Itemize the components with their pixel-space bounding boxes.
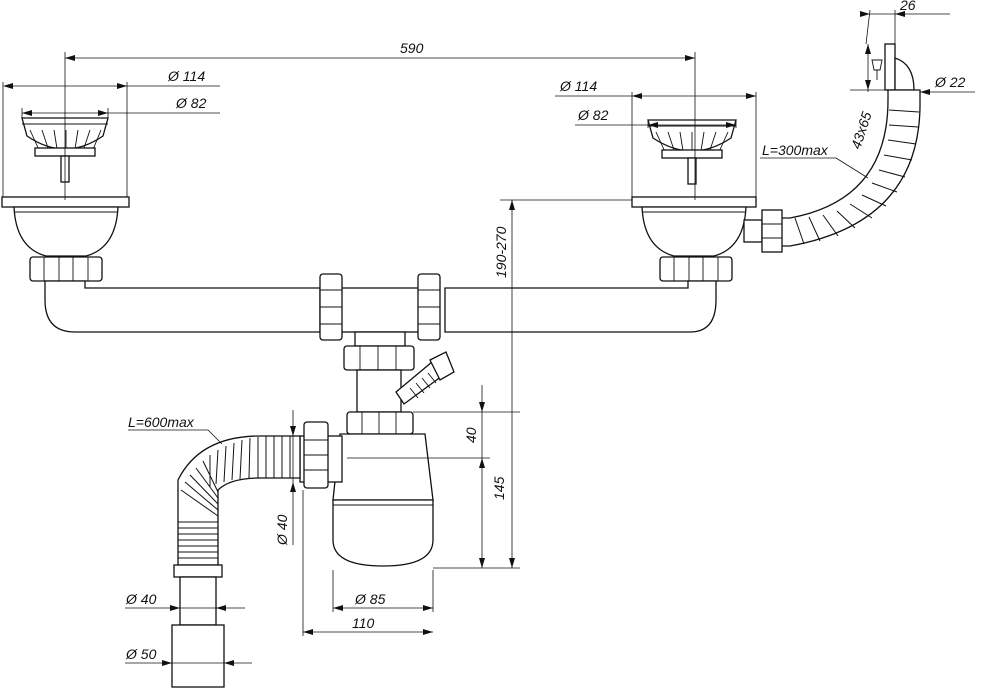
label-trap-offset: 40: [463, 427, 479, 443]
label-side-outlet-diam: Ø 40: [274, 514, 290, 546]
label-total-width: 590: [400, 40, 424, 56]
siphon: [299, 331, 455, 567]
dimension-labels: 590 Ø 114 Ø 82 Ø 114 Ø 82 26 Ø 22 43x65 …: [125, 0, 966, 662]
label-trap-width: 110: [352, 615, 375, 631]
label-outlet-diam-outer: Ø 50: [125, 646, 157, 662]
left-strainer: [1, 117, 130, 282]
label-overflow-size: 43x65: [848, 110, 875, 151]
right-strainer: [631, 119, 763, 282]
overflow-assembly: [761, 43, 921, 253]
label-drain-hose-length: L=600max: [128, 414, 195, 430]
label-outlet-diam-inner: Ø 40: [125, 591, 157, 607]
label-overflow-diam: Ø 22: [934, 74, 966, 90]
label-bottle-diam: Ø 85: [354, 591, 386, 607]
label-trap-height: 145: [491, 476, 507, 500]
label-height-range: 190-270: [493, 226, 509, 278]
dimension-lines: [2, 9, 975, 666]
label-left-bowl-outer-diam: Ø 114: [167, 68, 205, 84]
drain-hose: [171, 435, 301, 688]
label-right-bowl-outer-diam: Ø 114: [559, 78, 597, 94]
label-overflow-width: 26: [899, 0, 916, 13]
label-left-bowl-inner-diam: Ø 82: [175, 95, 207, 111]
connecting-pipe: [44, 273, 717, 341]
label-right-bowl-inner-diam: Ø 82: [577, 107, 609, 123]
label-overflow-hose-length: L=300max: [762, 142, 829, 158]
